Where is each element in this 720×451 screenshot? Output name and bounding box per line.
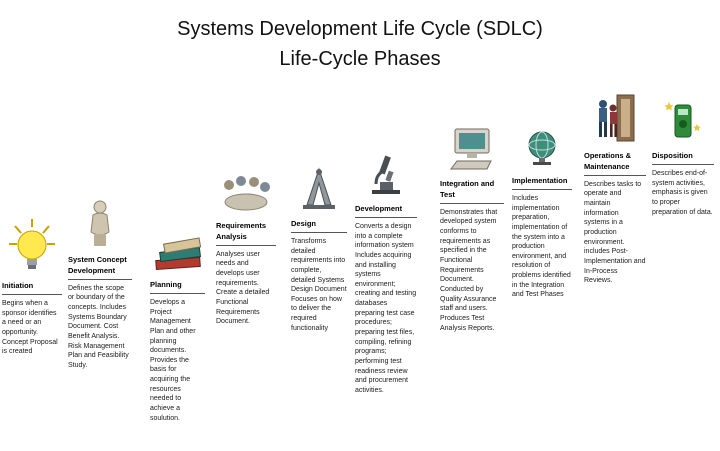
phase-title: Integration and Test bbox=[440, 179, 504, 204]
phase-title: Design bbox=[291, 219, 347, 233]
drafting-tools-icon bbox=[299, 167, 339, 216]
phase-title: Development bbox=[355, 204, 417, 218]
phase-title: System Concept Development bbox=[68, 255, 132, 280]
globe-icon bbox=[523, 130, 561, 173]
phase-description: Transforms detailed requirements into co… bbox=[291, 237, 347, 332]
phase-title: Implementation bbox=[512, 176, 572, 190]
books-icon bbox=[151, 236, 205, 277]
phase-description: Defines the scope or boundary of the con… bbox=[68, 284, 129, 369]
phase-description: Describes end-of-system activities, emph… bbox=[652, 169, 713, 216]
page-title: Systems Development Life Cycle (SDLC) Li… bbox=[0, 14, 720, 74]
phase-description: Develops a Project Management Plan and o… bbox=[150, 298, 196, 422]
phase-title: Planning bbox=[150, 280, 205, 294]
phase-description: Converts a design into a complete inform… bbox=[355, 222, 417, 395]
phase-system-concept-development: System Concept Development Defines the s… bbox=[68, 200, 132, 371]
phase-title: Disposition bbox=[652, 151, 714, 165]
main-title-line2: Life-Cycle Phases bbox=[279, 48, 441, 70]
thinking-person-icon bbox=[85, 199, 115, 252]
phase-integration-and-test: Integration and Test Demonstrates that d… bbox=[440, 128, 504, 333]
microscope-icon bbox=[366, 154, 406, 201]
main-title-line1: Systems Development Life Cycle (SDLC) bbox=[177, 18, 543, 40]
doorway-people-icon bbox=[593, 93, 637, 148]
phase-development: Development Converts a design into a com… bbox=[355, 155, 417, 396]
phase-requirements-analysis: Requirements Analysis Analyses user need… bbox=[216, 176, 276, 327]
phase-implementation: Implementation Includes implementation p… bbox=[512, 131, 572, 300]
phase-description: Includes implementation preparation, imp… bbox=[512, 194, 571, 299]
phase-planning: Planning Develops a Project Management P… bbox=[150, 237, 205, 423]
phase-description: Demonstrates that developed system confo… bbox=[440, 208, 498, 332]
phase-title: Requirements Analysis bbox=[216, 221, 276, 246]
phase-description: Analyses user needs and develops user re… bbox=[216, 250, 270, 326]
phase-operations-maintenance: Operations & Maintenance Describes tasks… bbox=[584, 94, 646, 286]
phase-description: Begins when a sponsor identifies a need … bbox=[2, 299, 58, 356]
phase-description: Describes tasks to operate and maintain … bbox=[584, 180, 646, 285]
green-machine-icon bbox=[663, 99, 703, 148]
phase-title: Initiation bbox=[2, 281, 62, 295]
computer-icon bbox=[447, 127, 497, 176]
phase-disposition: Disposition Describes end-of-system acti… bbox=[652, 102, 714, 217]
meeting-people-icon bbox=[219, 173, 273, 218]
phase-initiation: Initiation Begins when a sponsor identif… bbox=[2, 219, 62, 357]
phase-design: Design Transforms detailed requirements … bbox=[291, 167, 347, 333]
phase-title: Operations & Maintenance bbox=[584, 151, 646, 176]
light-bulb-icon bbox=[7, 217, 57, 278]
